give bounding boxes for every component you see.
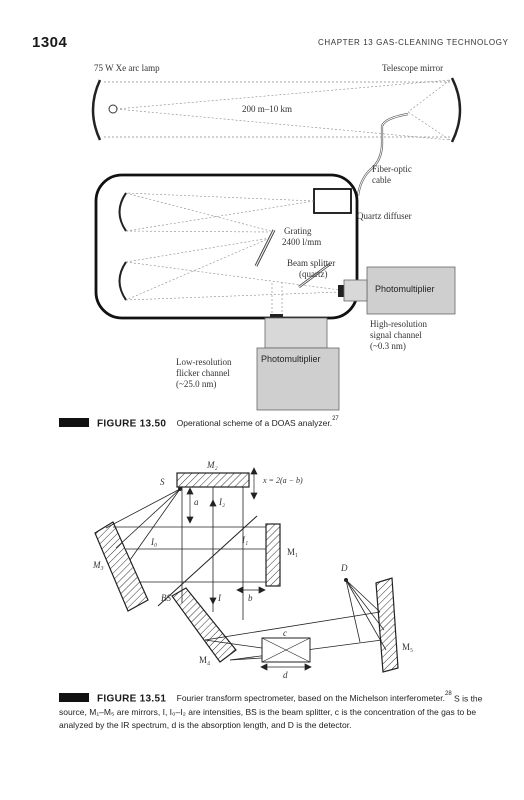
telescope-label: Telescope mirror [382,63,444,73]
caption-text-1: Fourier transform spectrometer, based on… [176,693,445,704]
label-d-length: d [283,670,288,680]
label-i: I [218,593,221,603]
photomultiplier-bottom [256,347,340,411]
distance-label: 200 m–10 km [242,104,293,114]
photomultiplier-bottom-label: Photomultiplier [261,354,321,364]
mirror-m1 [265,523,281,587]
fiber-label-1: Fiber-optic [372,164,412,174]
collimating-mirror [118,192,127,232]
lamp-label: 75 W Xe arc lamp [94,63,160,73]
label-a: a [194,497,199,507]
mirror-m3 [94,521,149,612]
label-i2: I₂ [219,497,226,507]
label-d-detector: D [341,563,348,573]
lamp-mirror [91,79,102,141]
label-b: b [248,593,253,603]
high-res-label-2: signal channel [370,330,422,340]
grating-label-2: 2400 l/mm [282,237,322,247]
analyzer-enclosure [94,173,359,320]
grating-label-1: Grating [284,226,312,236]
diffuser-label: Quartz diffuser [357,211,412,221]
page-number: 1304 [32,34,68,51]
mirror-m2 [176,472,250,488]
caption-label: FIGURE 13.50 [97,418,167,430]
label-bs: BS [161,593,171,603]
label-s: S [160,477,165,487]
caption-text-2: S is the source, M₁–M₅ are mirrors, I, I… [59,693,483,731]
caption-text: Operational scheme of a DOAS analyzer. [176,418,333,429]
figure-13-50-caption: FIGURE 13.50 Operational scheme of a DOA… [59,413,339,430]
mirror-m4 [171,587,237,663]
label-equation: x = 2(a − b) [263,476,303,485]
caption-reference: 28 [444,691,452,697]
quartz-diffuser [313,188,352,214]
label-m5: M₅ [402,642,414,652]
photomultiplier-right [366,266,456,315]
caption-marker [59,417,89,427]
detector-d [344,578,348,582]
caption-reference: 27 [332,416,339,422]
label-m4: M₄ [199,655,211,665]
label-m3: M₃ [93,560,104,570]
telescope-mirror [450,77,462,143]
low-res-label-3: (~25.0 nm) [176,379,217,389]
low-res-label-1: Low-resolution [176,357,232,367]
low-res-label-2: flicker channel [176,368,230,378]
label-m2: M₂ [207,460,218,470]
focusing-mirror [118,261,127,301]
high-res-label-1: High-resolution [370,319,427,329]
label-m1: M₁ [287,547,299,557]
label-i1: I₁ [242,535,249,545]
caption-label: FIGURE 13.51 [97,693,167,705]
label-i0: I₀ [151,537,158,547]
photomultiplier-right-label: Photomultiplier [375,284,435,294]
caption-marker [59,692,89,702]
mirror-m5 [375,577,399,673]
source-s [178,487,182,491]
high-res-label-3: (~0.3 nm) [370,341,406,351]
label-c: c [283,628,287,638]
running-head: CHAPTER 13 GAS-CLEANING TECHNOLOGY [318,38,509,47]
fiber-label-2: cable [372,175,391,185]
figure-13-51-caption: FIGURE 13.51 Fourier transform spectrome… [59,688,489,731]
splitter-label-1: Beam splitter [287,258,336,268]
splitter-label-2: (quartz) [299,269,328,279]
